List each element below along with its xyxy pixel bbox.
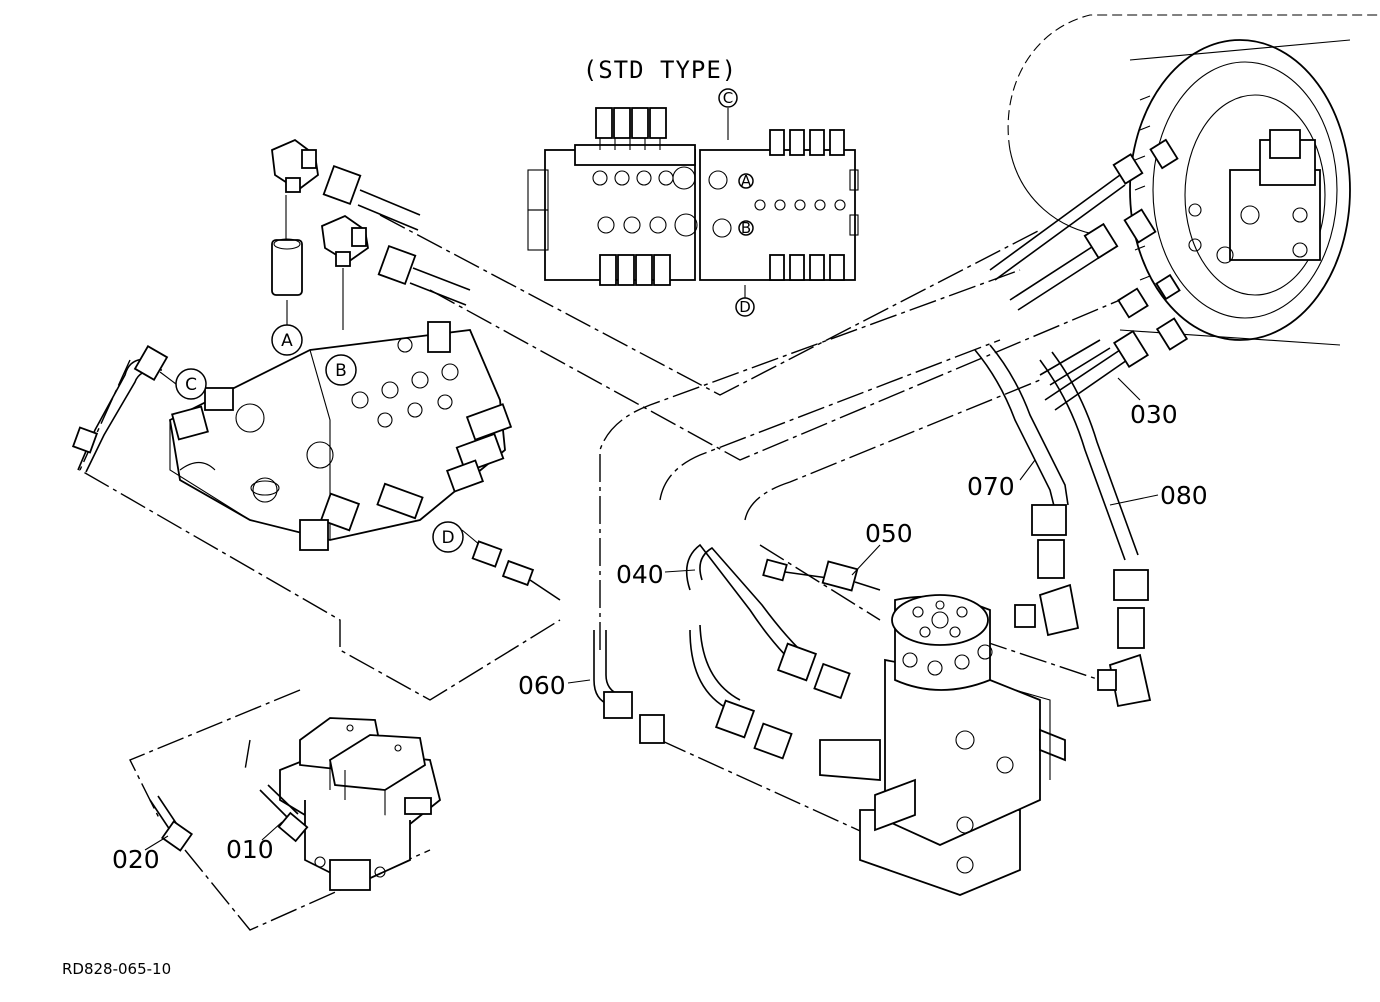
fitting-010 (259, 784, 309, 843)
pilot-valve (279, 717, 442, 891)
inset-callout-a: A (738, 172, 754, 190)
svg-text:B: B (335, 361, 347, 381)
inset-callout-d: D (735, 297, 755, 317)
hose-030 (1039, 273, 1189, 411)
svg-text:070: 070 (967, 472, 1015, 501)
svg-text:A: A (741, 172, 752, 190)
callout-d: D (432, 521, 464, 553)
inset-callout-c: C (718, 88, 738, 108)
hose-upper-left (322, 164, 471, 306)
elbow-fitting-a (271, 138, 319, 325)
svg-text:030: 030 (1130, 400, 1178, 429)
fitting-020 (149, 795, 193, 852)
swivel-joint (819, 594, 1066, 896)
hose-motor-upper (989, 138, 1179, 311)
hose-060 (593, 630, 665, 744)
callout-c: C (159, 368, 207, 400)
fitting-d (461, 529, 561, 601)
travel-motor (1007, 14, 1380, 346)
pilot-line-left (71, 345, 169, 473)
label-040: 040 (616, 560, 696, 589)
svg-text:A: A (281, 331, 293, 351)
svg-text:080: 080 (1160, 481, 1208, 510)
label-050: 050 (851, 519, 913, 576)
svg-text:D: D (441, 528, 454, 548)
svg-text:020: 020 (112, 845, 160, 874)
hose-080 (1039, 351, 1152, 708)
drawing-reference: RD828-065-10 (62, 960, 171, 978)
control-valve (169, 321, 513, 551)
inset-title: (STD TYPE) (583, 56, 738, 84)
callout-a: A (271, 324, 303, 356)
svg-text:C: C (185, 375, 197, 395)
inset-callout-b: B (738, 219, 754, 237)
svg-text:B: B (741, 219, 751, 237)
svg-text:040: 040 (616, 560, 664, 589)
routing-lines (79, 214, 1121, 931)
fitting-050 (762, 558, 881, 592)
label-020: 020 (112, 835, 169, 874)
label-030: 030 (1117, 377, 1178, 429)
svg-text:050: 050 (865, 519, 913, 548)
elbow-fitting-b (321, 214, 369, 330)
svg-text:D: D (739, 298, 751, 316)
label-080: 080 (1109, 481, 1208, 510)
hose-040 (685, 543, 851, 760)
svg-text:C: C (723, 89, 733, 107)
label-010: 010 (226, 821, 283, 864)
svg-text:060: 060 (518, 671, 566, 700)
inset-std-valve (527, 107, 859, 298)
label-060: 060 (518, 671, 591, 700)
svg-text:010: 010 (226, 835, 274, 864)
hose-070 (974, 344, 1080, 637)
label-070: 070 (967, 459, 1036, 501)
callout-b: B (325, 354, 357, 386)
